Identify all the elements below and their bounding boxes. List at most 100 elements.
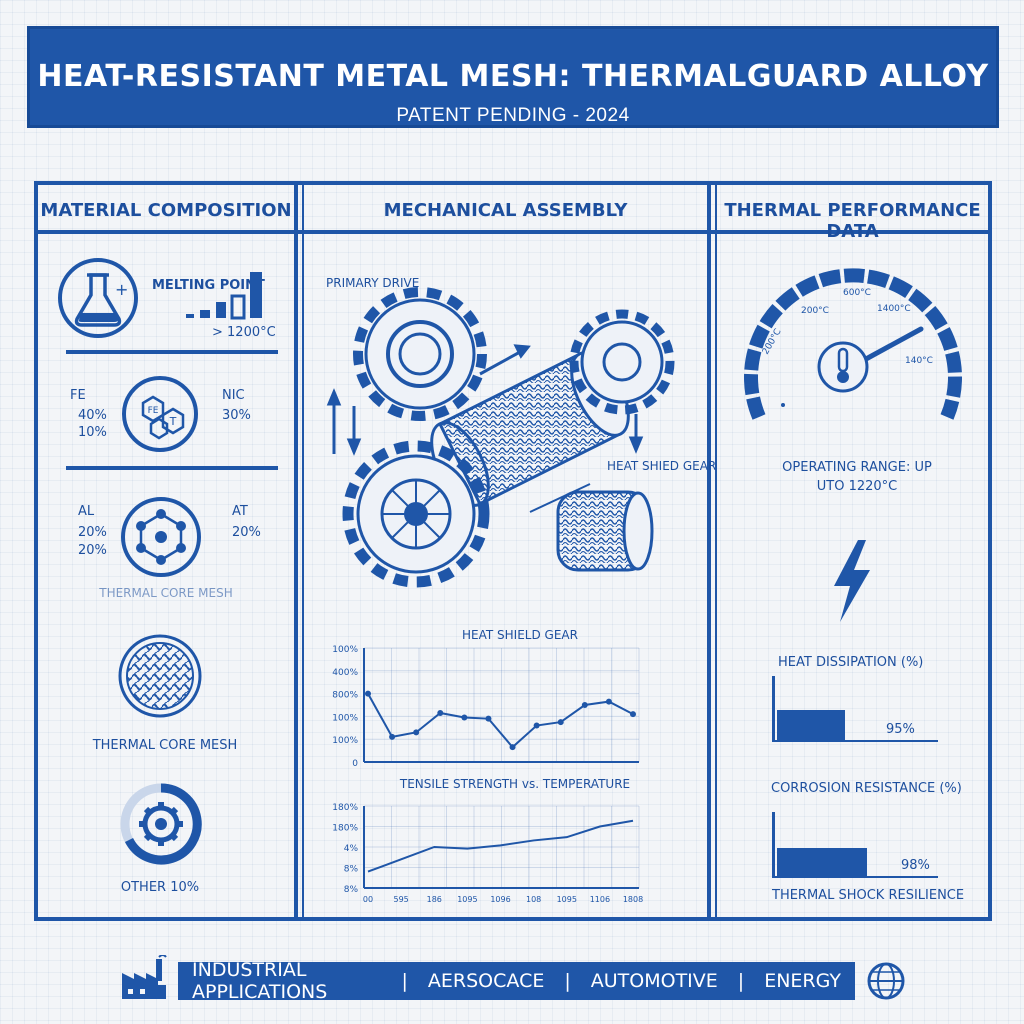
globe-icon [867,962,905,1000]
chart2-x-tick: 1106 [590,895,610,904]
page-subtitle: PATENT PENDING - 2024 [396,105,630,126]
al-label: AL [78,504,95,519]
heat-dissipation-bar [777,710,845,740]
molecule-icon [121,497,201,577]
fe-value-1: 40% [78,408,107,423]
ni-label: NIC [222,388,245,403]
heat-shield-gear [342,440,490,588]
chart1-point [630,711,636,718]
chart2-x-tick: 00 [363,895,373,904]
svg-text:+: + [115,280,128,299]
chart1-series-line [367,693,634,749]
chart1-point [509,744,516,751]
footer-separator-3: | [737,970,745,992]
chart2-x-tick: 595 [393,895,408,904]
gauge-label-2: 600°C [843,288,871,298]
chart2-x-tick: 1808 [623,895,643,904]
chart1-point [389,733,396,740]
footer-item-energy: ENERGY [764,970,841,992]
chart1-point [605,698,612,705]
column-divider-left-inner [302,181,304,921]
page-title: HEAT-RESISTANT METAL MESH: THERMALGUARD … [37,59,989,94]
chart1-y-tick: 100% [332,713,358,723]
header-row-divider [34,230,992,234]
chart1-point [437,709,444,716]
title-banner: HEAT-RESISTANT METAL MESH: THERMALGUARD … [27,26,999,128]
flask-icon: + [58,258,138,338]
chart1-y-tick: 0 [352,759,358,769]
melting-point-value: > 1200°C [212,325,276,340]
footer-item-industrial: INDUSTRIAL APPLICATIONS [192,959,328,1003]
column-heading-assembly: MECHANICAL ASSEMBLY [383,200,628,221]
gauge-label-4: 140°C [905,356,933,366]
lightning-bolt-icon [834,540,870,622]
mesh-cylinder-small [556,490,654,572]
chart2-y-tick: 180% [332,824,358,834]
chart1-point [485,715,492,722]
heat-dissipation-label: HEAT DISSIPATION (%) [778,655,924,670]
column-heading-composition: MATERIAL COMPOSITION [40,200,292,221]
mesh-core-icon [118,634,202,718]
chart2-x-tick: 108 [526,895,541,904]
chart2-y-tick: 8% [344,865,359,875]
heat-dissipation-axis [772,676,775,742]
chart1-y-tick: 100% [332,645,358,655]
gear-ring-icon [120,783,202,865]
chart1-point [557,719,564,726]
heat-dissipation-value: 95% [886,722,915,737]
primary-drive-label: PRIMARY DRIVE [326,276,420,290]
chart1-point [533,722,540,729]
corrosion-resistance-value: 98% [901,858,930,873]
column-divider-left [294,181,298,921]
at-value: 20% [232,525,261,540]
chart1-y-tick: 800% [332,691,358,701]
chart2-x-tick: 1095 [457,895,477,904]
hex-label-t: T [169,415,177,428]
chart2-grid [363,805,640,889]
corrosion-baseline [772,876,938,878]
column-divider-right [707,181,711,921]
footer-item-aerospace: AERSOCACE [427,970,545,992]
factory-icon [122,955,167,999]
at-label: AT [232,504,248,519]
ni-value: 30% [222,408,251,423]
thermal-shock-label: THERMAL SHOCK RESILIENCE [772,888,965,903]
chart1-grid [363,647,640,763]
other-composition-label: OTHER 10% [120,880,200,895]
chart2-x-tick: 1096 [490,895,510,904]
corrosion-axis [772,812,775,878]
chart2-title: TENSILE STRENGTH vs. TEMPERATURE [399,777,631,791]
chart1-point [413,729,420,736]
melting-point-bars [186,272,262,320]
composition-separator-1 [66,350,278,354]
chart1-y-tick: 400% [332,668,358,678]
gear-assembly-illustration [326,287,675,588]
column-divider-right-inner [715,181,717,921]
chart2-y-tick: 4% [344,844,359,854]
applications-footer: INDUSTRIAL APPLICATIONS | AERSOCACE | AU… [178,959,855,1003]
al-value-2: 20% [78,543,107,558]
main-frame [34,181,992,921]
thermometer-icon [817,341,869,393]
fe-label: FE [70,388,86,403]
footer-separator-1: | [401,970,408,992]
gauge-label-1: 200°C [801,306,829,316]
footer-item-automotive: AUTOMOTIVE [590,970,718,992]
al-value-1: 20% [78,525,107,540]
chart1-point [365,690,371,697]
gauge-label-3: 1400°C [877,304,911,314]
chart2-x-tick: 1095 [557,895,577,904]
core-mesh-label: THERMAL CORE MESH [92,738,238,753]
element-hex-icon: FE T [122,376,198,452]
heat-shield-gear-label: HEAT SHIED GEAR [607,459,717,473]
footer-separator-2: | [564,970,571,992]
chart2-x-tick: 186 [427,895,442,904]
primary-drive-gear [353,287,487,421]
heat-shield-chart: 100%400%800%100%100%0 [332,645,640,769]
operating-range-line-1: OPERATING RANGE: UP [782,460,932,475]
right-gear [569,309,675,415]
chart1-point [581,702,588,708]
chart2-y-tick: 8% [344,885,359,895]
chart1-title: HEAT SHIELD GEAR [462,628,578,642]
